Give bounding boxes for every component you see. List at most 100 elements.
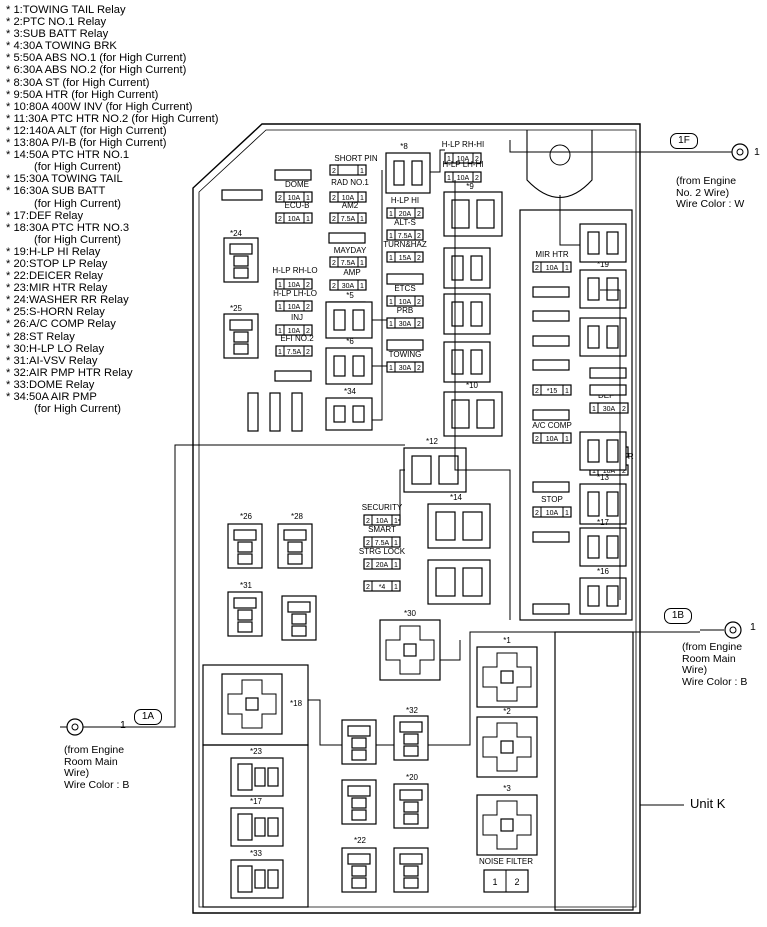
relay-label: *28 xyxy=(291,512,304,521)
fuse-pin: 2 xyxy=(332,283,336,290)
wire xyxy=(398,469,405,521)
relay-center xyxy=(500,670,514,684)
relay-terminal xyxy=(403,733,419,745)
relay-terminal xyxy=(233,331,249,343)
fuse-name: AMP xyxy=(343,268,360,277)
relay-terminal xyxy=(287,601,311,613)
relay-terminal xyxy=(351,749,367,761)
fuse-amp: 10A xyxy=(399,299,412,306)
wire xyxy=(372,170,383,421)
fuse-name: RAD NO.1 xyxy=(331,178,369,187)
relay-pin-slot xyxy=(435,511,456,541)
legend-entry: * 11:30A PTC HTR NO.2 (for High Current) xyxy=(6,112,219,125)
empty-fuse-slot xyxy=(532,310,570,322)
relay-label: *17 xyxy=(250,797,263,806)
fuse-pin: 2 xyxy=(417,299,421,306)
fuse xyxy=(329,256,367,268)
legend-entry: * 32:AIR PMP HTR Relay xyxy=(6,366,133,379)
relay-pin-slot xyxy=(352,405,365,423)
legend-entry: * 31:AI-VSV Relay xyxy=(6,354,98,367)
relay-terminal xyxy=(351,797,367,809)
relay-block xyxy=(325,347,373,385)
relay-terminal xyxy=(229,319,253,331)
connector-1a-ring-hole xyxy=(71,723,79,731)
relay-label: *20 xyxy=(406,773,419,782)
legend-entry: * 2:PTC NO.1 Relay xyxy=(6,16,107,29)
fuse-pin: 1 xyxy=(389,255,393,262)
legend-entry: * 33:DOME Relay xyxy=(6,378,95,391)
unit-k-label: Unit K xyxy=(690,796,726,811)
empty-fuse-slot xyxy=(221,189,263,201)
fuse-pin: 2 xyxy=(366,584,370,591)
fuse-pin: 1 xyxy=(360,216,364,223)
relay-block xyxy=(579,577,627,615)
fuse xyxy=(329,191,367,203)
fuse-pin: 2 xyxy=(306,282,310,289)
relay-label: *3 xyxy=(503,784,511,793)
connector-1f-wire xyxy=(509,140,700,153)
fuse-name: H-LP HI xyxy=(391,196,419,205)
relay-pin-slot xyxy=(606,231,619,255)
relay-label: *32 xyxy=(406,706,419,715)
relay-terminal xyxy=(254,767,266,787)
fuse xyxy=(329,279,367,291)
legend-entry: * 28:ST Relay xyxy=(6,330,75,343)
block-label: *17 xyxy=(597,518,610,527)
fuse-name: SHORT PIN xyxy=(334,154,377,163)
relay-block xyxy=(443,247,491,289)
fuse-pin: 1 xyxy=(389,233,393,240)
relay-pin-slot xyxy=(333,309,346,331)
block-label: *8 xyxy=(400,142,408,151)
empty-fuse-slot xyxy=(386,339,424,351)
relay-pin-slot xyxy=(606,585,619,607)
fuse-pin: 2 xyxy=(417,365,421,372)
relay-terminal xyxy=(267,869,279,889)
terminal-stud xyxy=(549,144,571,166)
fuse-pin: 1 xyxy=(565,436,569,443)
relay-label: *18 xyxy=(290,699,303,708)
fuse-name: H-LP LH-HI xyxy=(442,160,483,169)
fuse-pin: 2 xyxy=(306,349,310,356)
relay-block xyxy=(443,293,491,335)
relay-fuse-legend: * 1:TOWING TAIL Relay* 2:PTC NO.1 Relay*… xyxy=(6,4,256,415)
fuse-pin: 2 xyxy=(622,406,626,413)
lower-relay-frame xyxy=(202,744,309,908)
relay-pin-slot xyxy=(333,405,346,423)
relay-pin-slot xyxy=(352,309,365,331)
block-label: *19 xyxy=(597,260,610,269)
fuse-name: STOP xyxy=(541,495,563,504)
fuse-pin: 2 xyxy=(475,156,479,163)
empty-fuse-slot xyxy=(532,335,570,347)
relay-center xyxy=(500,818,514,832)
noise-filter-pin: 2 xyxy=(514,877,519,887)
fuse-pin: 2 xyxy=(332,168,336,175)
legend-entry: * 20:STOP LP Relay xyxy=(6,257,108,270)
relay-pin-slot xyxy=(411,160,423,186)
relay-terminal xyxy=(291,613,307,625)
fuse-name: PRB xyxy=(397,306,413,315)
noise-filter-label: NOISE FILTER xyxy=(479,857,533,866)
relay-block xyxy=(579,317,627,357)
fuse-amp: 20A xyxy=(376,562,389,569)
empty-fuse-slot xyxy=(532,531,570,543)
fuse-amp: 10A xyxy=(546,510,559,517)
block-label: *9 xyxy=(466,182,474,191)
fuse-pin: 1 xyxy=(278,304,282,311)
relay-pin-slot xyxy=(470,349,483,375)
relay-terminal xyxy=(233,529,257,541)
fuse xyxy=(589,402,629,414)
legend-entry: (for High Current) xyxy=(34,161,122,174)
empty-fuse-slot xyxy=(589,384,627,396)
relay-pin-slot xyxy=(451,199,470,229)
fuse-pin: 1 xyxy=(306,216,310,223)
fuse-amp: 10A xyxy=(288,328,301,335)
relay-terminal xyxy=(287,541,303,553)
empty-fuse-slot xyxy=(386,273,424,285)
fuse-amp: 7.5A xyxy=(341,216,356,223)
block-label: *13 xyxy=(597,473,610,482)
fuse-pin: 1 xyxy=(360,283,364,290)
fuse-pin: 2 xyxy=(332,260,336,267)
legend-entry: * 13:80A P/I-B (for High Current) xyxy=(6,137,167,150)
